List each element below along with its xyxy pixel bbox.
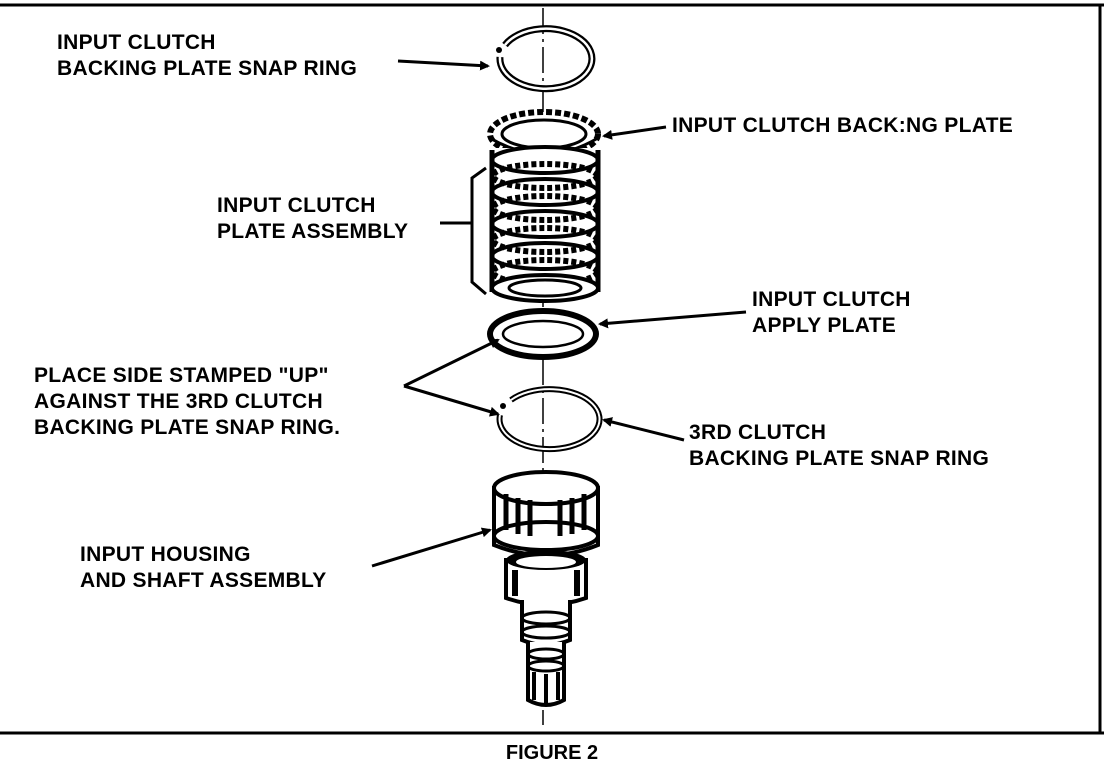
label-line: BACKING PLATE SNAP RING bbox=[57, 57, 358, 80]
label-line: INPUT HOUSING bbox=[80, 543, 251, 566]
label-line: BACKING PLATE SNAP RING bbox=[689, 447, 990, 470]
label-line: APPLY PLATE bbox=[752, 314, 897, 337]
bracket-plate-assembly bbox=[470, 166, 487, 296]
label-line: INPUT CLUTCH BACK:NG PLATE bbox=[672, 114, 1014, 137]
input-housing-and-shaft-assembly bbox=[492, 470, 600, 707]
leader-third-snap-ring bbox=[602, 417, 685, 442]
leader-snap-ring-top bbox=[397, 59, 490, 71]
leader-backing-plate bbox=[602, 125, 667, 140]
figure-caption: FIGURE 2 bbox=[505, 742, 599, 764]
third-clutch-backing-plate-snap-ring bbox=[496, 386, 603, 453]
label-line: AND SHAFT ASSEMBLY bbox=[80, 569, 327, 592]
label-line: 3RD CLUTCH bbox=[689, 421, 827, 444]
label-backing-plate: INPUT CLUTCH BACK:NG PLATE bbox=[672, 113, 1013, 139]
label-snap-ring-top: INPUT CLUTCH BACKING PLATE SNAP RING bbox=[57, 30, 357, 82]
leader-stamped-note-upper bbox=[403, 338, 500, 388]
label-line: INPUT CLUTCH bbox=[752, 288, 911, 311]
label-third-snap-ring: 3RD CLUTCH BACKING PLATE SNAP RING bbox=[689, 420, 989, 472]
leader-housing bbox=[371, 527, 492, 568]
label-line: PLACE SIDE STAMPED "UP" bbox=[34, 364, 329, 387]
label-line: AGAINST THE 3RD CLUTCH bbox=[34, 390, 323, 413]
label-line: INPUT CLUTCH bbox=[217, 194, 376, 217]
leader-apply-plate bbox=[598, 310, 747, 329]
label-stamped-note: PLACE SIDE STAMPED "UP" AGAINST THE 3RD … bbox=[34, 363, 340, 441]
input-clutch-plate-assembly bbox=[489, 145, 601, 303]
label-apply-plate: INPUT CLUTCH APPLY PLATE bbox=[752, 287, 911, 339]
label-line: PLATE ASSEMBLY bbox=[217, 220, 409, 243]
label-housing: INPUT HOUSING AND SHAFT ASSEMBLY bbox=[80, 542, 327, 594]
label-line: BACKING PLATE SNAP RING. bbox=[34, 416, 341, 439]
input-clutch-backing-plate-snap-ring bbox=[496, 25, 596, 93]
label-line: INPUT CLUTCH bbox=[57, 31, 216, 54]
input-clutch-apply-plate bbox=[487, 308, 599, 360]
label-plate-assembly: INPUT CLUTCH PLATE ASSEMBLY bbox=[217, 193, 408, 245]
leader-stamped-note-lower bbox=[403, 384, 500, 417]
